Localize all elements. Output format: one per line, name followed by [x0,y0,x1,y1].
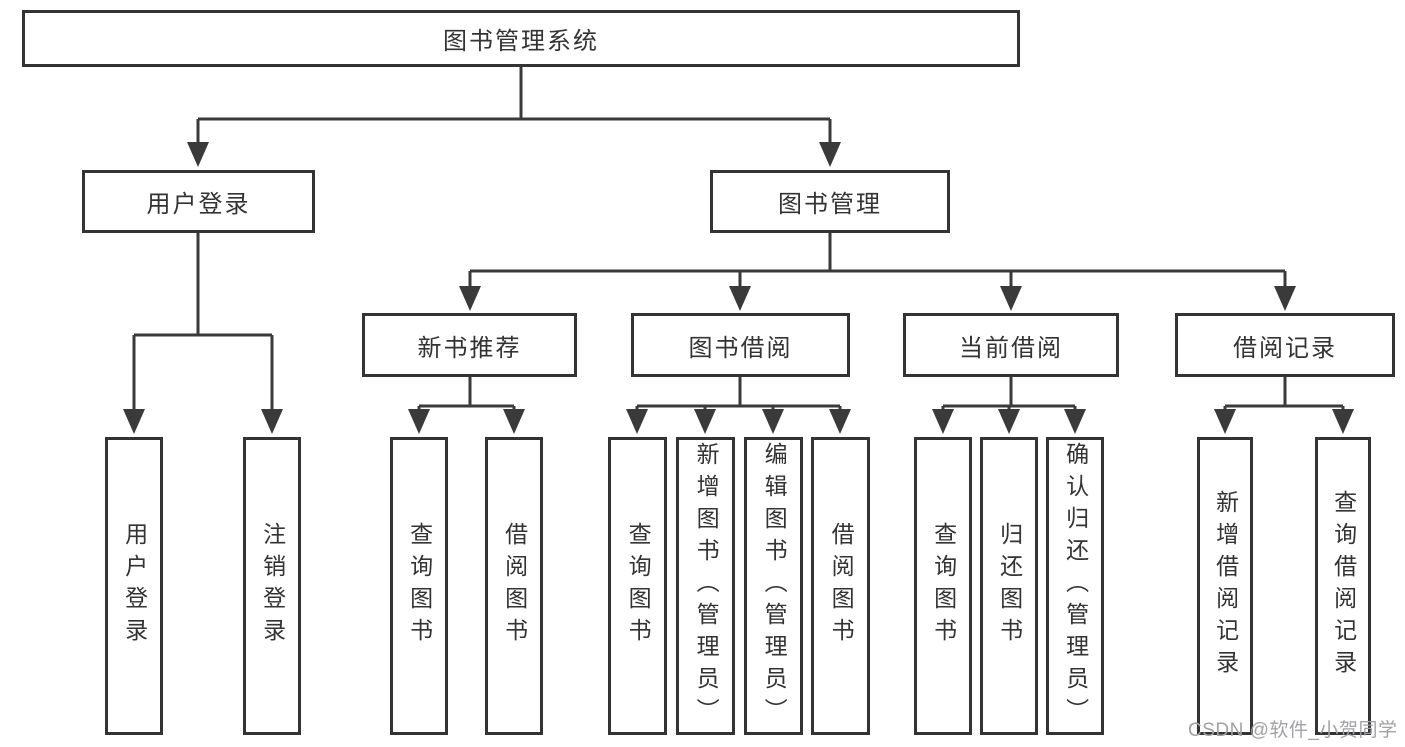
leaf-user-login: 用户登录 [105,437,163,735]
leaf-add-borrow-record: 新增借阅记录 [1197,437,1253,735]
node-label: 用户登录 [121,522,148,650]
node-label: 图书管理 [778,191,882,218]
node-user-login: 用户登录 [82,170,315,233]
leaf-query-books-borrow: 查询图书 [608,437,667,735]
node-label: 查询图书 [625,522,652,650]
node-label: 借阅图书 [501,522,528,650]
node-book-borrowing: 图书借阅 [631,313,850,377]
node-label: 当前借阅 [959,334,1063,362]
leaf-edit-books-admin: 编辑图书（管理员） [744,437,803,735]
node-label: 查询借阅记录 [1330,490,1357,682]
node-label: 图书管理系统 [443,28,599,55]
node-book-management: 图书管理 [710,170,950,233]
node-label: 归还图书 [996,522,1023,650]
node-current-borrowing: 当前借阅 [903,313,1119,377]
csdn-watermark: CSDN @软件_小贺同学 [1188,720,1398,741]
leaf-return-books: 归还图书 [980,437,1038,735]
leaf-logout: 注销登录 [243,437,301,735]
leaf-query-books-current: 查询图书 [914,437,972,735]
leaf-borrow-books: 借阅图书 [811,437,870,735]
node-label: 查询图书 [406,522,433,650]
node-library-management-system: 图书管理系统 [22,10,1020,67]
leaf-confirm-return-admin: 确认归还（管理员） [1046,437,1104,735]
node-label: 借阅图书 [828,522,855,650]
node-label: 查询图书 [930,522,957,650]
arrowheads [123,142,1354,434]
node-label: 新增图书（管理员） [693,442,720,730]
leaf-borrow-books-recommend: 借阅图书 [485,437,543,735]
node-borrowing-records: 借阅记录 [1175,313,1395,377]
node-label: 编辑图书（管理员） [761,442,788,730]
node-label: 注销登录 [259,522,286,650]
node-label: 确认归还（管理员） [1062,442,1089,730]
leaf-add-books-admin: 新增图书（管理员） [676,437,735,735]
node-label: 图书借阅 [688,334,793,362]
leaf-query-borrow-record: 查询借阅记录 [1315,437,1371,735]
node-label: 新增借阅记录 [1212,490,1239,682]
node-new-book-recommendation: 新书推荐 [362,313,577,377]
node-label: 借阅记录 [1233,334,1337,362]
leaf-query-books-recommend: 查询图书 [390,437,448,735]
node-label: 用户登录 [146,191,251,218]
node-label: 新书推荐 [417,334,522,362]
